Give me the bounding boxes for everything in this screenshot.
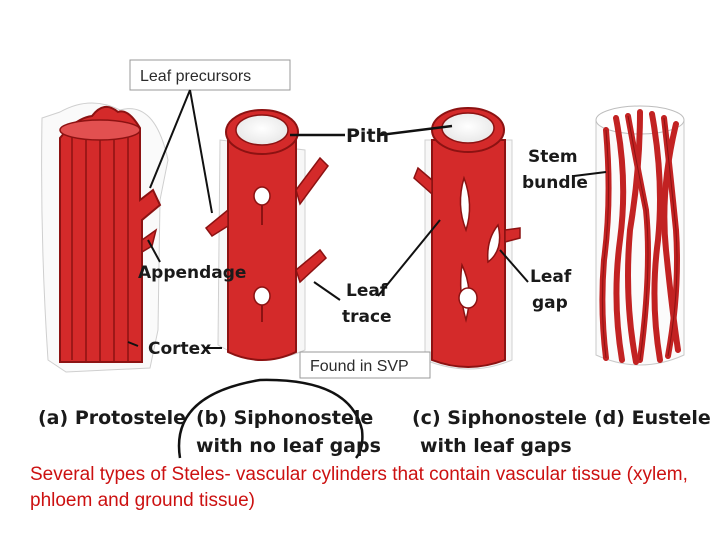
type-name-a: Protostele (75, 407, 186, 429)
type-letter-a: (a) (38, 407, 68, 429)
type-name-c: Siphonostele (447, 407, 587, 429)
type-sub-c: with leaf gaps (420, 435, 572, 457)
svg-text:(d) Eustele: (d) Eustele (594, 407, 711, 429)
leaf-precursors-box (129, 59, 291, 91)
svp-highlight-circle (177, 378, 364, 459)
pith-pointer (290, 124, 453, 137)
cortex-label: Cortex (148, 339, 211, 359)
leaf-gap-pointer (499, 249, 529, 283)
type-label-c: (c) Siphonostele with leaf gaps (412, 407, 587, 457)
type-name-d: Eustele (632, 407, 711, 429)
siphonostele-no-gaps-drawing (204, 109, 329, 361)
stem-bundle-pointer (573, 171, 607, 177)
svg-text:(a) Protostele: (a) Protostele (38, 407, 186, 429)
type-label-a: (a) Protostele (38, 407, 186, 429)
type-letter-d: (d) (594, 407, 625, 429)
found-in-svp-box (299, 351, 431, 379)
eustele-drawing (595, 105, 685, 366)
leaf-precursor-pointers (149, 89, 213, 214)
leaf-trace-pointers (313, 219, 441, 301)
stem-bundle-label-2: bundle (522, 173, 588, 193)
found-in-svp-label: Found in SVP (310, 358, 409, 375)
svg-text:(b) Siphonostele: (b) Siphonostele (196, 407, 373, 429)
svg-text:(c) Siphonostele: (c) Siphonostele (412, 407, 587, 429)
protostele-drawing (41, 102, 169, 373)
siphonostele-with-gaps-drawing (413, 107, 521, 370)
leaf-gap-label-1: Leaf (530, 267, 572, 287)
type-label-d: (d) Eustele (594, 407, 711, 429)
cortex-pointers (127, 341, 222, 349)
leaf-gap-label-2: gap (532, 293, 568, 313)
appendage-label: Appendage (138, 263, 246, 283)
caption: Several types of Steles- vascular cylind… (30, 464, 688, 511)
appendage-pointer (147, 239, 161, 263)
type-letter-c: (c) (412, 407, 441, 429)
stem-bundle-label-1: Stem (528, 147, 578, 167)
leaf-precursors-label: Leaf precursors (140, 68, 251, 85)
leaf-trace-label-1: Leaf (346, 281, 388, 301)
leaf-trace-label-2: trace (342, 307, 392, 327)
type-sub-b: with no leaf gaps (196, 435, 381, 457)
type-name-b: Siphonostele (234, 407, 374, 429)
type-label-b: (b) Siphonostele with no leaf gaps (196, 407, 381, 457)
pith-label: Pith (346, 125, 389, 147)
type-letter-b: (b) (196, 407, 227, 429)
